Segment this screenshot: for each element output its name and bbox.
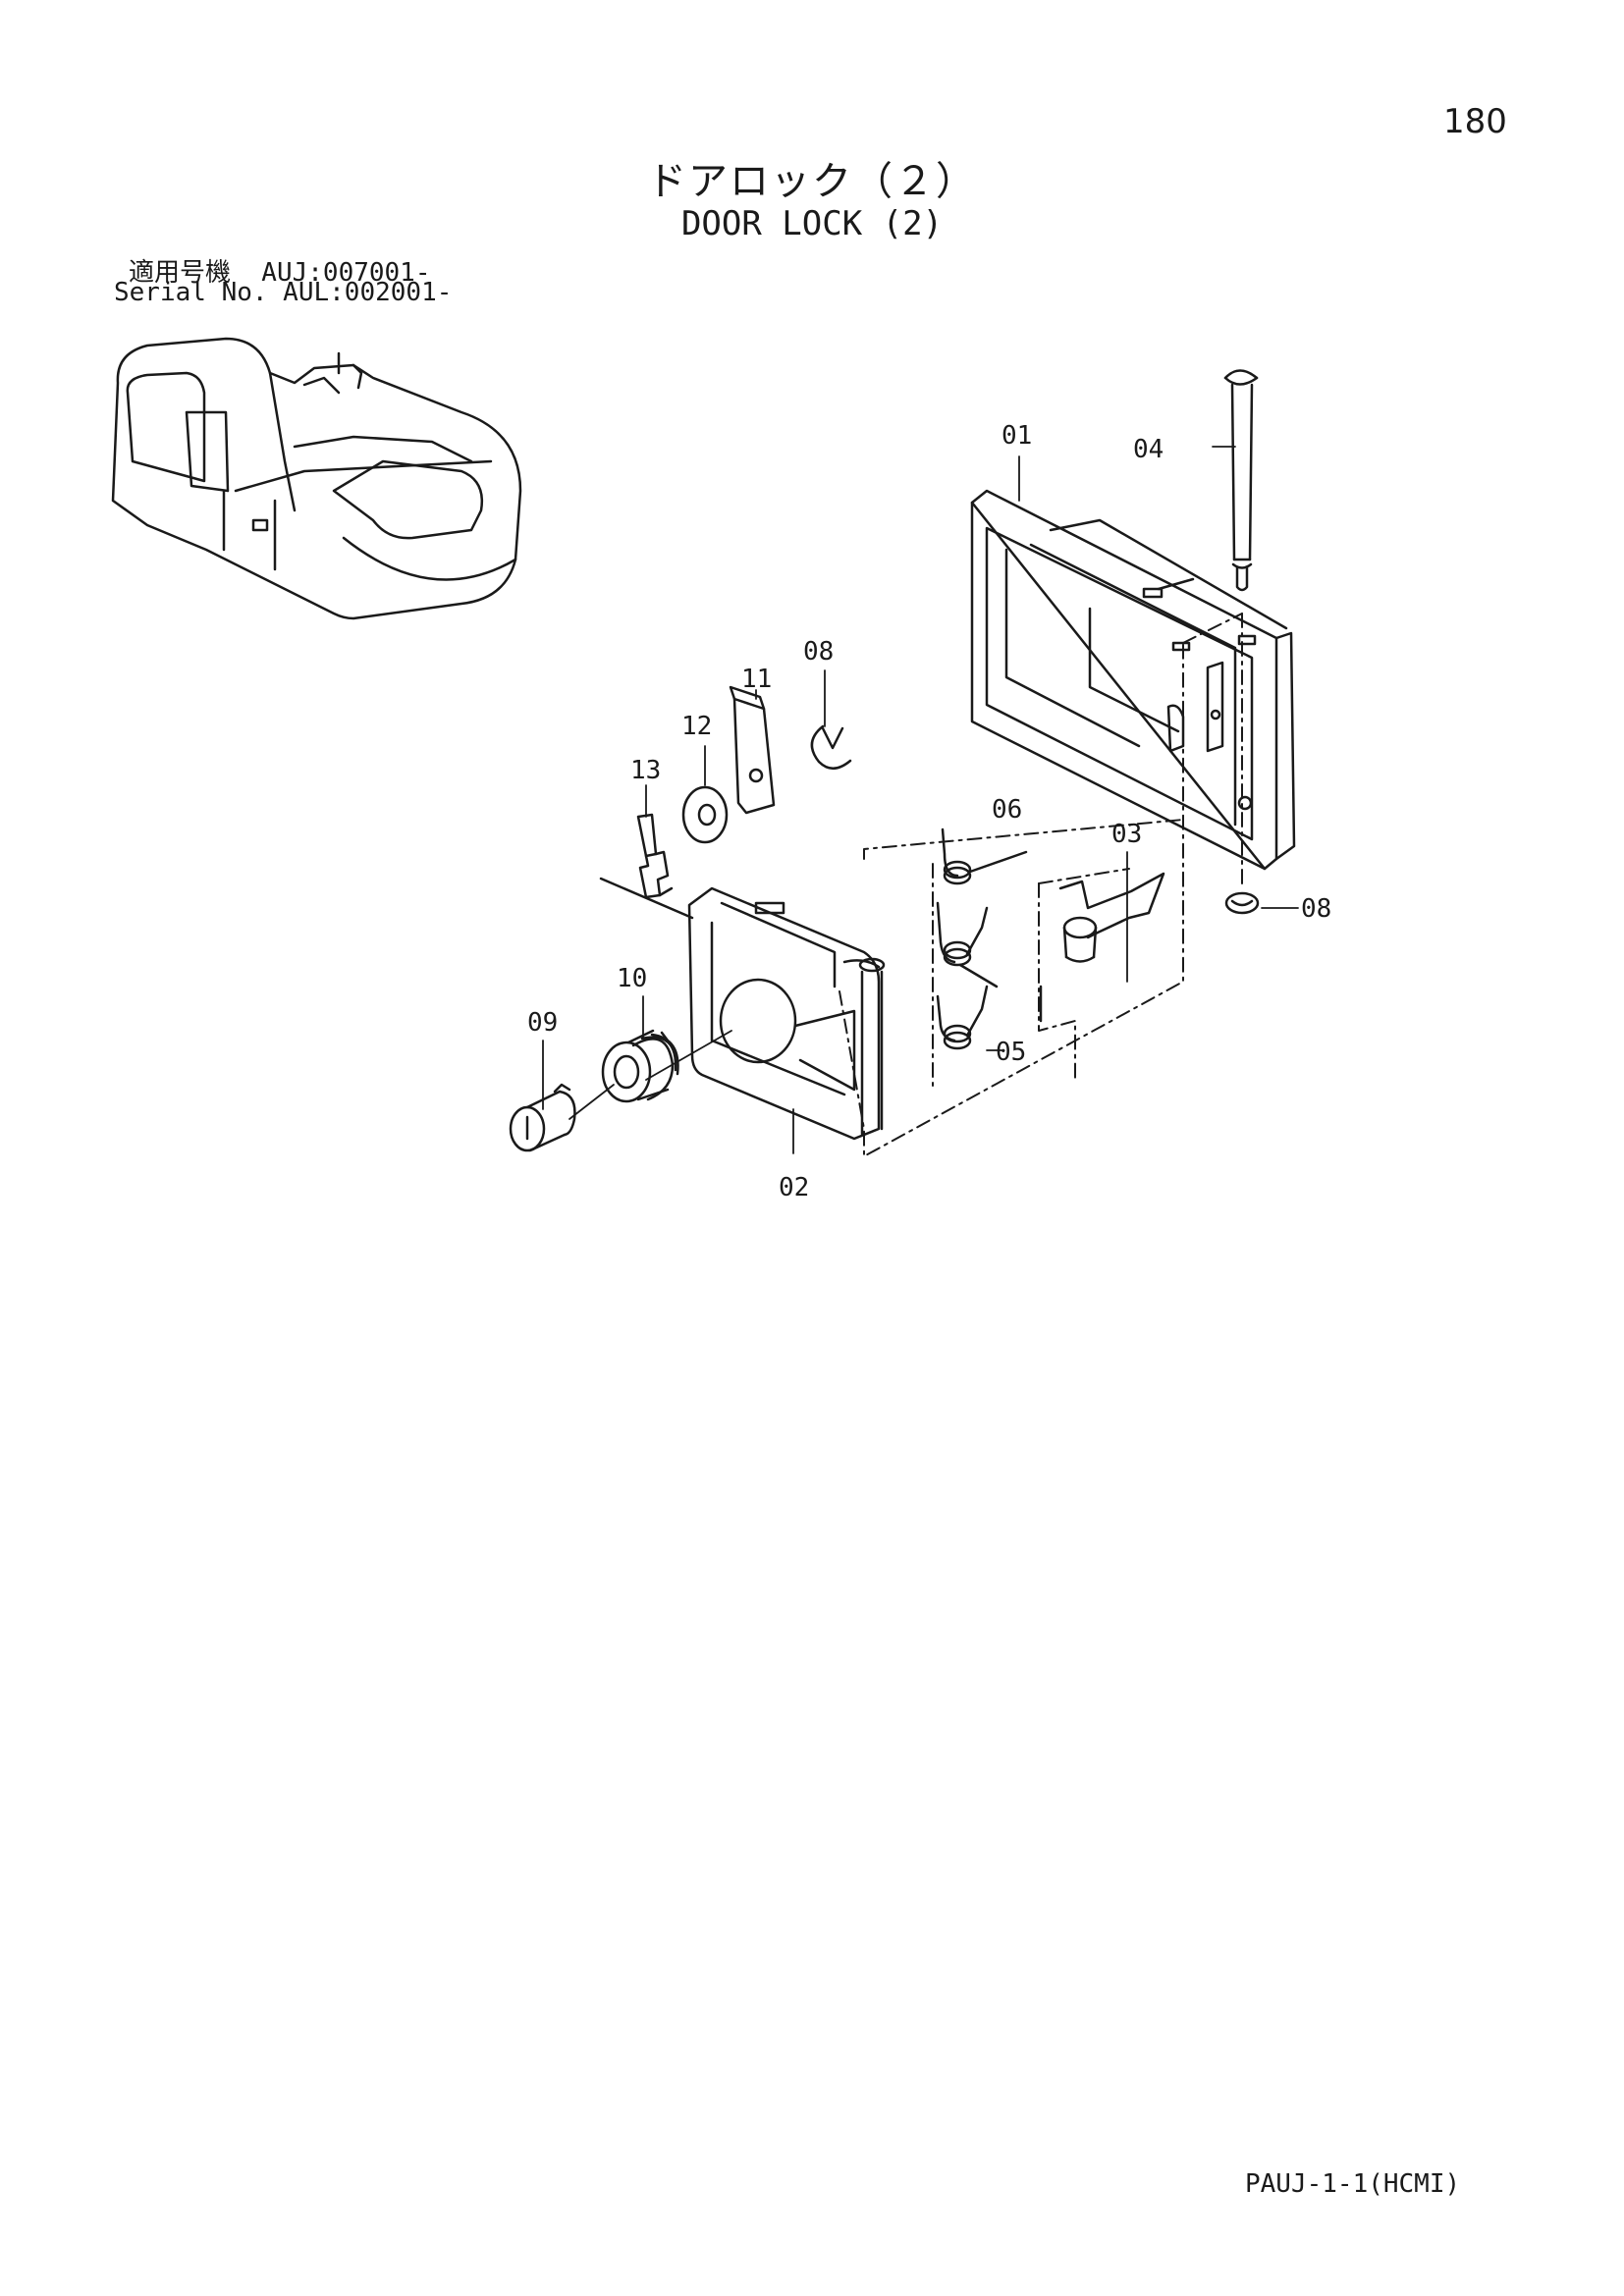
callout-03: 03 (1111, 820, 1142, 849)
part-03-latch (1039, 872, 1165, 1023)
part-06-spring (941, 828, 1028, 885)
serial-applicability-english: Serial No. AUL:002001- (114, 278, 453, 307)
part-08-eclip-upper (810, 724, 852, 770)
callout-08-upper: 08 (803, 637, 834, 667)
callout-02: 02 (779, 1173, 809, 1202)
part-09-key-cylinder (509, 1083, 576, 1152)
callout-11: 11 (741, 665, 772, 694)
leader-lines (542, 446, 1299, 1154)
part-13-clip (599, 813, 694, 920)
callout-04: 04 (1133, 435, 1164, 464)
callout-09: 09 (527, 1008, 558, 1038)
part-01-handle-housing (970, 489, 1296, 871)
footer-catalog-code: PAUJ-1-1(HCMI) (1245, 2169, 1461, 2199)
callout-13: 13 (630, 756, 661, 785)
part-08-eclip-lower (1224, 891, 1260, 915)
callout-10: 10 (617, 964, 647, 993)
page-title-english: DOOR LOCK (2) (680, 204, 944, 243)
part-10-bushing (601, 1029, 679, 1103)
serial-applicability-japanese: 適用号機 AUJ:007001- (129, 258, 431, 288)
part-05-spring-lower (936, 985, 989, 1050)
callout-12: 12 (681, 712, 712, 741)
part-05-spring-upper (936, 901, 999, 988)
part-04-pin (1223, 369, 1259, 592)
part-02-lock-body (687, 886, 886, 1141)
part-11-plate (729, 685, 776, 815)
callout-08-lower: 08 (1301, 894, 1331, 924)
assembly-guide-lines (839, 613, 1243, 1157)
page-number: 180 (1443, 102, 1507, 141)
excavator-thumbnail (111, 337, 522, 620)
part-12-washer (681, 785, 729, 844)
callout-06: 06 (992, 795, 1022, 825)
page-title-japanese: ドアロック（２） (647, 159, 977, 204)
callout-01: 01 (1001, 421, 1032, 451)
callout-05: 05 (996, 1038, 1026, 1067)
